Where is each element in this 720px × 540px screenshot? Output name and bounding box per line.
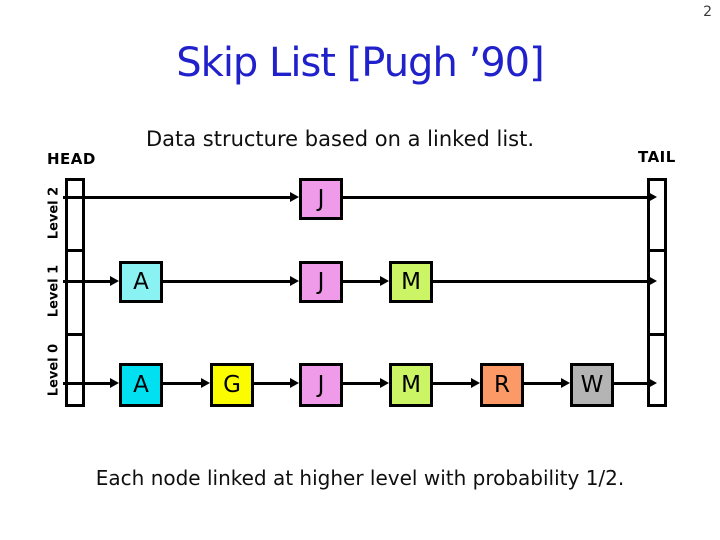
node-a-level-1: A xyxy=(119,261,163,303)
tail-rail-divider-0 xyxy=(647,249,667,252)
node-m-level-0: M xyxy=(389,363,433,407)
node-j-level-2: J xyxy=(299,178,343,220)
node-m-level-1: M xyxy=(389,261,433,303)
tail-label: TAIL xyxy=(638,148,676,166)
node-r-level-0: R xyxy=(480,363,524,407)
link-line xyxy=(433,382,472,385)
arrowhead xyxy=(561,378,570,388)
arrowhead xyxy=(110,378,119,388)
node-j-level-1: J xyxy=(299,261,343,303)
arrowhead xyxy=(110,276,119,286)
link-line xyxy=(163,382,202,385)
slide-title: Skip List [Pugh ’90] xyxy=(176,40,544,86)
arrowhead xyxy=(648,378,657,388)
link-line xyxy=(343,382,381,385)
node-a-level-0: A xyxy=(119,363,163,407)
arrowhead xyxy=(648,192,657,202)
link-line xyxy=(63,280,111,283)
tail-rail xyxy=(647,178,667,407)
head-rail-divider-0 xyxy=(65,249,85,252)
slide-subtitle: Data structure based on a linked list. xyxy=(145,127,535,151)
link-line xyxy=(254,382,291,385)
node-g-level-0: G xyxy=(210,363,254,407)
link-line xyxy=(343,196,649,199)
link-line xyxy=(614,382,649,385)
node-w-level-0: W xyxy=(570,363,614,407)
arrowhead xyxy=(290,276,299,286)
node-j-level-0: J xyxy=(299,363,343,407)
arrowhead xyxy=(290,192,299,202)
level-label-0: Level 2 xyxy=(46,186,62,240)
arrowhead xyxy=(648,276,657,286)
link-line xyxy=(433,280,649,283)
arrowhead xyxy=(471,378,480,388)
head-rail xyxy=(65,178,85,407)
link-line xyxy=(63,382,111,385)
arrowhead xyxy=(201,378,210,388)
arrowhead xyxy=(380,276,389,286)
link-line xyxy=(63,196,291,199)
link-line xyxy=(163,280,291,283)
head-label: HEAD xyxy=(47,150,96,168)
level-label-2: Level 0 xyxy=(46,343,62,397)
link-line xyxy=(343,280,381,283)
link-line xyxy=(524,382,562,385)
slide-caption: Each node linked at higher level with pr… xyxy=(95,466,625,490)
level-label-1: Level 1 xyxy=(46,264,62,318)
arrowhead xyxy=(380,378,389,388)
page-number: 2 xyxy=(703,4,712,20)
head-rail-divider-1 xyxy=(65,333,85,336)
tail-rail-divider-1 xyxy=(647,333,667,336)
arrowhead xyxy=(290,378,299,388)
